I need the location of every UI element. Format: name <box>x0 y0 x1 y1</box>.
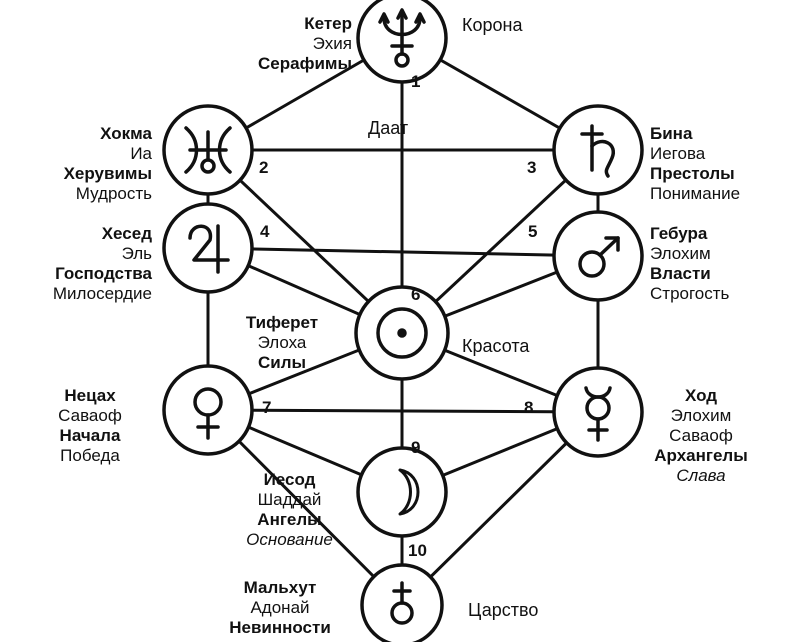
sephira-yesod <box>356 446 448 538</box>
sephira-gebura <box>552 210 644 302</box>
sephira-hod <box>552 366 644 458</box>
hod-god: Элохим <box>670 406 732 425</box>
netsah-labels: Нецах Саваоф Начала Победа <box>30 386 150 466</box>
bina-labels: Бина Иегова Престолы Понимание <box>650 124 740 204</box>
yesod-quality: Основание <box>246 530 333 549</box>
mars-icon <box>578 236 620 278</box>
neptune-icon <box>378 8 426 68</box>
netsah-angels: Начала <box>59 426 121 445</box>
keter-quality: Корона <box>462 15 523 35</box>
pisces-icon <box>184 126 232 174</box>
hesed-quality: Милосердие <box>52 284 152 303</box>
sephira-netsah <box>162 364 254 456</box>
bina-god: Иегова <box>650 144 706 163</box>
hokma-god: Иа <box>130 144 152 163</box>
path-hesed-gebura <box>207 246 599 258</box>
path-number-4: 4 <box>260 222 270 241</box>
tiferet-angels: Силы <box>257 353 307 372</box>
keter-labels: Кетер Эхия Серафимы <box>258 14 352 74</box>
malkhut-angels: Невинности <box>229 618 331 637</box>
gebura-labels: Гебура Элохим Власти Строгость <box>650 224 729 304</box>
keter-name: Кетер <box>304 14 352 33</box>
tiferet-quality: Красота <box>462 336 530 356</box>
hokma-quality: Мудрость <box>75 184 152 203</box>
gebura-name: Гебура <box>650 224 708 243</box>
malkhut-god: Адонай <box>250 598 310 617</box>
sephira-bina <box>552 104 644 196</box>
path-number-7: 7 <box>262 398 272 417</box>
malkhut-labels: Мальхут Адонай Невинности <box>210 578 350 638</box>
path-number-6: 6 <box>411 285 421 304</box>
bina-name: Бина <box>650 124 693 143</box>
hokma-angels: Херувимы <box>63 164 152 183</box>
bina-quality: Понимание <box>650 184 741 203</box>
yesod-god: Шаддай <box>257 490 322 509</box>
sephira-hesed <box>162 202 254 294</box>
gebura-angels: Власти <box>650 264 711 283</box>
path-number-9: 9 <box>411 438 421 457</box>
path-number-5: 5 <box>528 222 538 241</box>
hesed-name: Хесед <box>101 224 152 243</box>
gebura-god: Элохим <box>650 244 711 263</box>
hesed-angels: Господства <box>55 264 152 283</box>
gebura-quality: Строгость <box>650 284 730 303</box>
malkhut-quality: Царство <box>468 600 539 620</box>
saturn-icon <box>580 124 616 178</box>
moon-icon <box>398 468 420 516</box>
earth-icon <box>390 581 414 625</box>
malkhut-name: Мальхут <box>243 578 317 597</box>
yesod-angels: Ангелы <box>257 510 322 529</box>
hod-angels: Архангелы <box>654 446 748 465</box>
hesed-god: Эль <box>121 244 152 263</box>
yesod-name: Иесод <box>263 470 316 489</box>
hesed-labels: Хесед Эль Господства Милосердие <box>53 224 152 304</box>
path-netsah-malkhut <box>206 408 404 607</box>
hod-quality: Слава <box>676 466 726 485</box>
jupiter-icon <box>188 224 230 274</box>
path-number-10: 10 <box>408 541 427 560</box>
bina-angels: Престолы <box>650 164 735 183</box>
path-number-1: 1 <box>411 72 421 91</box>
keter-angels: Серафимы <box>258 54 352 73</box>
hokma-labels: Хокма Иа Херувимы Мудрость <box>64 124 152 204</box>
path-hod-malkhut <box>400 410 600 607</box>
path-number-3: 3 <box>527 158 537 177</box>
path-netsah-hod <box>207 408 599 414</box>
venus-icon <box>193 387 223 440</box>
sun-icon <box>376 307 428 359</box>
tiferet-god: Элоха <box>257 333 307 352</box>
netsah-god: Саваоф <box>58 406 122 425</box>
hod-labels: Ход Элохим Саваоф Архангелы Слава <box>636 386 766 486</box>
path-number-2: 2 <box>259 158 269 177</box>
hod-god2: Саваоф <box>669 426 733 445</box>
hod-name: Ход <box>684 386 718 405</box>
yesod-labels: Иесод Шаддай Ангелы Основание <box>222 470 357 550</box>
tiferet-labels: Тиферет Элоха Силы <box>222 313 342 373</box>
keter-god: Эхия <box>312 34 352 53</box>
daat-label: Даат <box>368 118 409 138</box>
netsah-name: Нецах <box>64 386 116 405</box>
mercury-icon <box>584 386 612 442</box>
tiferet-name: Тиферет <box>245 313 319 332</box>
netsah-quality: Победа <box>60 446 120 465</box>
path-number-8: 8 <box>524 398 534 417</box>
hokma-name: Хокма <box>100 124 152 143</box>
